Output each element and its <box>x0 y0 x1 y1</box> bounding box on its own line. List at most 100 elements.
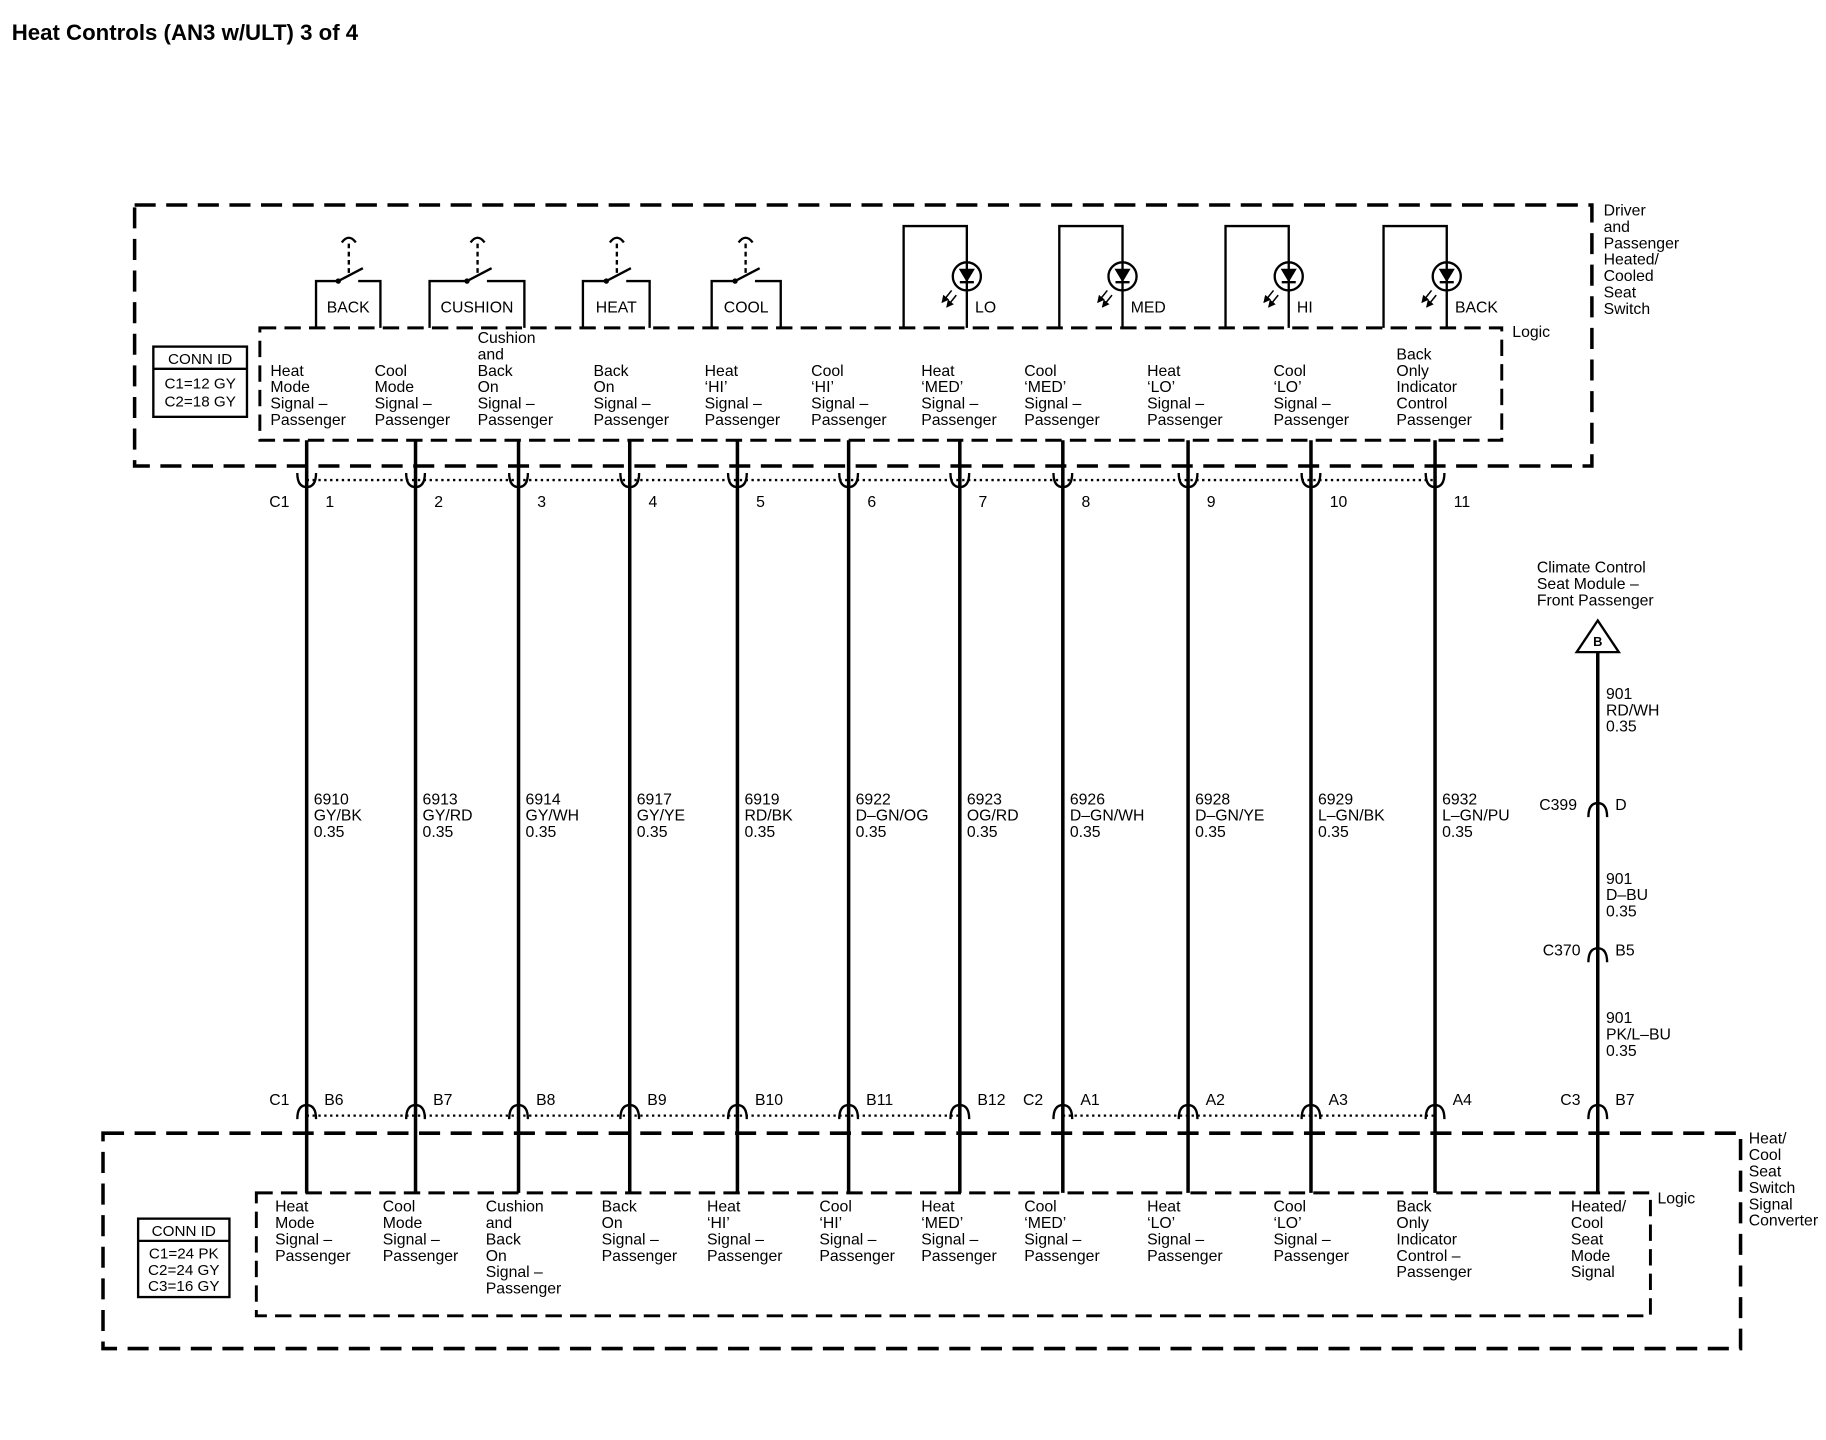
switch-pin-function-label-line: Passenger <box>593 412 669 429</box>
indicator-label: BACK <box>1455 300 1498 317</box>
light-emission-icon <box>1268 294 1279 308</box>
light-emission-icon <box>1426 294 1437 308</box>
switch-contact-right <box>486 279 526 328</box>
pushbutton-cap-icon <box>340 236 357 244</box>
wire-spec-label-line: 0.35 <box>1195 824 1226 841</box>
switch-pin-function-label-line: Signal – <box>1147 396 1204 413</box>
switch-cool: COOL <box>710 236 782 328</box>
switch-heat: HEAT <box>581 236 651 328</box>
switch-label: COOL <box>724 300 769 317</box>
light-emission-icon <box>941 289 953 304</box>
switch-pin-function-label-line: Passenger <box>921 412 997 429</box>
top-connector-terminal-icon <box>949 472 971 489</box>
converter-pin-function-label-line: Passenger <box>1024 1248 1100 1265</box>
switch-blade-icon <box>466 267 493 283</box>
wire-spec-label-line: 6929 <box>1318 791 1353 808</box>
light-emission-icon <box>1263 289 1275 304</box>
conn-id-header: CONN ID <box>152 1223 216 1240</box>
wire-spec-label-line: 0.35 <box>744 824 775 841</box>
switch-pin-function-label-line: Passenger <box>705 412 781 429</box>
switch-pin-function-label-line: ‘HI’ <box>811 379 834 396</box>
wire-spec-label-line: 6910 <box>314 791 349 808</box>
inline-connector-pin: B5 <box>1615 942 1635 959</box>
switch-blade-icon <box>734 267 761 283</box>
switch-pin-function-label-line: Heat <box>705 363 739 380</box>
feed-wire-spec-label-line: RD/WH <box>1606 702 1660 719</box>
bottom-pin-number: B8 <box>536 1092 556 1109</box>
top-pin-number: 7 <box>979 494 988 511</box>
end-connector-terminal-icon <box>1587 1103 1609 1120</box>
switch-pin-function-label: Heat‘HI’Signal –Passenger <box>705 363 781 429</box>
conn-id-entry: C1=24 PK <box>149 1245 219 1262</box>
converter-pin-function-label-line: Signal – <box>275 1231 332 1248</box>
converter-pin-function-label-line: Signal – <box>707 1231 764 1248</box>
wire-spec-label-line: GY/YE <box>637 808 685 825</box>
feed-wire-spec-label-line: PK/L–BU <box>1606 1027 1671 1044</box>
seat-switch-logic-label: Logic <box>1512 324 1550 341</box>
conn-id-entry: C1=12 GY <box>164 376 235 393</box>
switch-pin-function-label-line: Passenger <box>375 412 451 429</box>
inline-connector-pin: D <box>1615 797 1626 814</box>
top-connector-terminal-icon <box>404 472 427 489</box>
converter-pin-function-label-line: Cool <box>1274 1199 1307 1216</box>
switch-contact-right <box>626 279 651 328</box>
bottom-connector-terminal-icon <box>949 1103 971 1120</box>
switch-pin-function-label-line: Cool <box>811 363 844 380</box>
light-emission-icon <box>1421 289 1433 304</box>
converter-pin-function-label-line: Passenger <box>275 1248 351 1265</box>
signal-converter-component: Logic CONN ID C1=24 PK C2=24 GY C3=16 GY… <box>101 1131 1818 1351</box>
wire-spec-label-line: 6932 <box>1442 791 1477 808</box>
converter-pin-function-label-line: Heated/ <box>1571 1199 1627 1216</box>
indicator-circuit-line <box>1058 224 1124 328</box>
converter-pin-function-label-line: Cushion <box>486 1199 544 1216</box>
converter-pin-function-label-line: Signal – <box>921 1231 978 1248</box>
seat-switch-name-line: Passenger <box>1604 235 1680 252</box>
switch-pin-function-label-line: Heat <box>921 363 955 380</box>
offpage-reference-letter: B <box>1593 634 1602 649</box>
signal-converter-logic-block <box>254 1191 1652 1318</box>
top-pin-number: 10 <box>1330 494 1348 511</box>
feed-wire-spec-label-line: 0.35 <box>1606 1043 1637 1060</box>
switch-pin-function-label-line: Back <box>593 363 628 380</box>
feed-source-name-line: Front Passenger <box>1537 592 1654 609</box>
wire-spec-label-line: D–GN/OG <box>856 808 929 825</box>
converter-pin-function-label-line: Passenger <box>1147 1248 1223 1265</box>
top-pin-number: 11 <box>1454 494 1471 511</box>
switch-contact-left <box>710 279 736 328</box>
switch-pin-function-label-line: Back <box>1396 346 1431 363</box>
signal-converter-logic-label: Logic <box>1657 1190 1695 1207</box>
bottom-connector-terminal-icon <box>1300 1103 1322 1120</box>
converter-pin-function-label-line: On <box>602 1215 623 1232</box>
top-connector-terminal-icon <box>1424 472 1446 489</box>
switch-pin-function-label-line: Passenger <box>478 412 554 429</box>
bottom-connector-terminal-icon <box>404 1103 427 1120</box>
feed-wire-spec-label-line: 901 <box>1606 871 1633 888</box>
light-emission-icon <box>1101 294 1113 308</box>
bottom-connector-terminal-icon <box>726 1103 748 1120</box>
converter-pin-function-label: Cool‘LO’Signal –Passenger <box>1274 1199 1350 1265</box>
indicator-lo: LO <box>902 224 996 328</box>
converter-pin-function-label: Cool‘HI’Signal –Passenger <box>819 1199 895 1265</box>
converter-pin-function-label-line: Seat <box>1571 1231 1604 1248</box>
indicator-label: LO <box>975 300 996 317</box>
switch-pin-function-label-line: Signal – <box>593 396 650 413</box>
top-pin-number: 5 <box>756 494 765 511</box>
indicator-hi: HI <box>1224 224 1313 328</box>
converter-pin-function-label-line: Cool <box>819 1199 852 1216</box>
converter-pin-function-label-line: Signal – <box>486 1264 543 1281</box>
converter-pin-function-label-line: Back <box>486 1231 521 1248</box>
converter-pin-function-label-line: ‘LO’ <box>1274 1215 1302 1232</box>
top-pin-number: 4 <box>648 494 657 511</box>
wire-spec-label-line: D–GN/YE <box>1195 808 1264 825</box>
